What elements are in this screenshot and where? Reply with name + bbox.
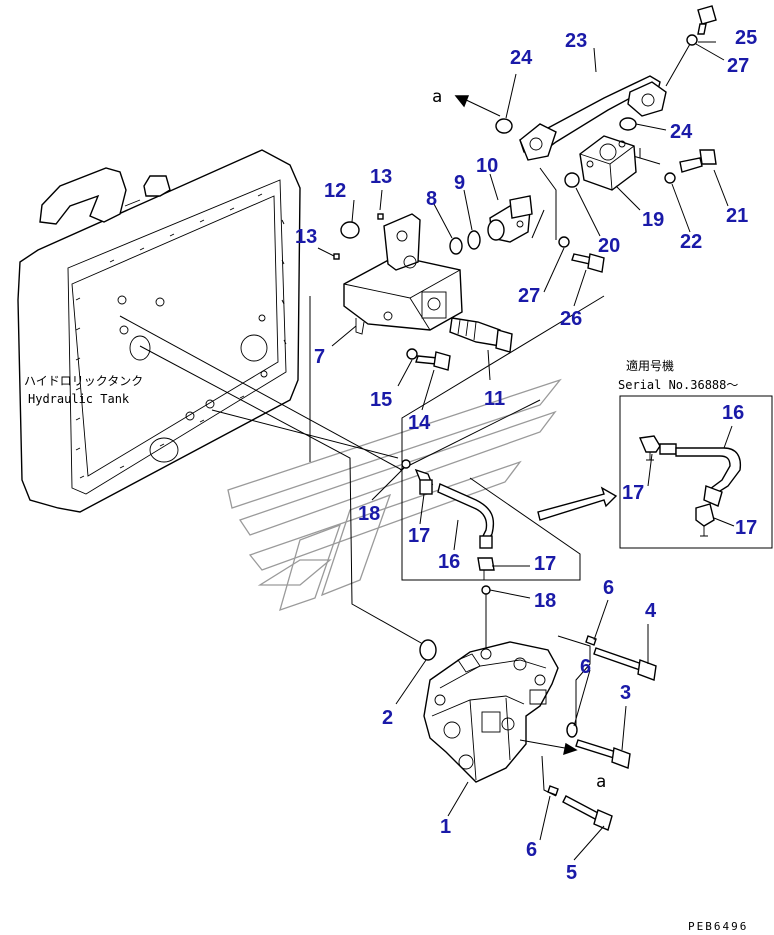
detail-arrow: [537, 486, 618, 521]
main-valve-body: [423, 641, 559, 783]
inset-hose-assembly: [638, 435, 742, 537]
callout-1: 1: [440, 816, 451, 838]
elbow-17-lower: [477, 557, 495, 571]
callout-15: 15: [370, 389, 392, 411]
washer-27-lower: [558, 236, 570, 248]
bolt-3: [575, 739, 631, 769]
callout-14: 14: [408, 412, 431, 434]
callout-17-inset-right: 17: [735, 517, 757, 539]
bolt-5: [562, 795, 613, 831]
callout-9: 9: [454, 172, 465, 194]
callout-11: 11: [484, 388, 505, 410]
callout-10: 10: [476, 155, 498, 177]
callout-21: 21: [726, 205, 748, 227]
o-ring-9: [467, 230, 481, 250]
serial-label-jp: 適用号機: [626, 358, 674, 373]
o-ring-18-lower: [481, 585, 491, 595]
plug-13-left: [333, 253, 340, 260]
view-marker-bottom: a: [596, 772, 606, 792]
washer-6-mid: [566, 722, 578, 738]
callout-12: 12: [324, 180, 346, 202]
callout-leaders: [317, 41, 735, 861]
washer-6-bottom: [547, 785, 559, 796]
callout-17-inset-left: 17: [622, 482, 644, 504]
bolt-26: [571, 253, 605, 273]
callout-6-top: 6: [603, 577, 614, 599]
view-marker-top: a: [432, 87, 442, 107]
callout-27-lower: 27: [518, 285, 540, 307]
hydraulic-tank: [17, 149, 301, 513]
callout-25: 25: [735, 27, 757, 49]
callout-24-upper: 24: [510, 47, 533, 69]
plug-13-upper: [377, 213, 384, 220]
detail-inset-box: [619, 395, 773, 549]
o-ring-24-lower: [619, 117, 637, 131]
tank-label-jp: ハイドロリックタンク: [24, 374, 143, 388]
callout-16-main: 16: [438, 551, 460, 573]
bolt-14: [415, 351, 451, 371]
callout-3: 3: [620, 682, 631, 704]
callout-numbers: 1 2 3 4 5 6 6 6 7 8 9 10 11 12 13 13 14 …: [295, 27, 757, 884]
callout-16-inset: 16: [722, 402, 744, 424]
flange-19: [579, 135, 637, 191]
pipe-23: [519, 75, 667, 161]
bolt-4: [593, 647, 657, 681]
callout-18-lower: 18: [534, 590, 556, 612]
callout-27-upper: 27: [727, 55, 749, 77]
valve-10: [487, 195, 533, 243]
callout-23: 23: [565, 30, 587, 52]
washer-22: [664, 172, 676, 184]
view-arrow-top: [461, 97, 501, 117]
o-ring-18-upper: [401, 459, 411, 469]
o-ring-8: [449, 237, 463, 255]
callout-13-top: 13: [370, 166, 392, 188]
callout-7: 7: [314, 346, 325, 368]
bolt-21: [679, 149, 717, 173]
o-ring-12: [340, 221, 360, 239]
washer-27-upper: [686, 34, 698, 46]
o-ring-2: [419, 639, 437, 661]
washer-15: [406, 348, 418, 360]
elbow-17-upper-body: [419, 479, 433, 495]
callout-4: 4: [645, 600, 657, 622]
callout-20: 20: [598, 235, 620, 257]
bolt-25: [697, 5, 717, 35]
callout-22: 22: [680, 231, 702, 253]
solenoid-block-7: [343, 213, 463, 335]
o-ring-24-upper: [495, 118, 513, 134]
leader-lines: [119, 148, 661, 797]
callout-13-left: 13: [295, 226, 317, 248]
callout-6-bottom: 6: [526, 839, 537, 861]
tank-label-en: Hydraulic Tank: [28, 392, 130, 406]
washer-6-top: [585, 635, 597, 646]
o-ring-20: [564, 172, 580, 188]
callout-8: 8: [426, 188, 437, 210]
callout-2: 2: [382, 707, 393, 729]
drawing-code: PEB6496: [688, 920, 748, 933]
callout-6-mid: 6: [580, 656, 591, 678]
callout-24-lower: 24: [670, 121, 693, 143]
callout-26: 26: [560, 308, 582, 330]
serial-label-en: Serial No.36888～: [618, 378, 738, 392]
callout-19: 19: [642, 209, 664, 231]
callout-18-upper: 18: [358, 503, 380, 525]
solenoid-11: [449, 317, 513, 353]
leader-25: [665, 43, 691, 87]
hose-16: [437, 483, 495, 549]
callout-5: 5: [566, 862, 577, 884]
callout-17-lower: 17: [534, 553, 556, 575]
callout-17-upper: 17: [408, 525, 430, 547]
